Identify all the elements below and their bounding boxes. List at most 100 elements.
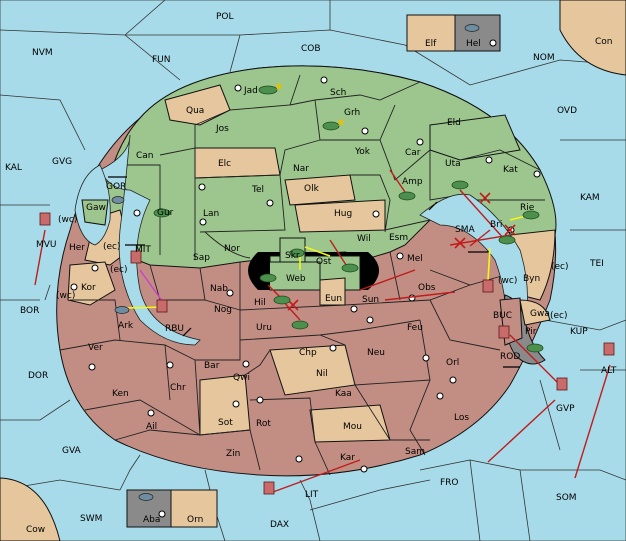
region-Aba[interactable] [126, 489, 172, 528]
label-Grh: Grh [344, 108, 360, 118]
label-Kaa: Kaa [335, 389, 352, 399]
unit-army-green[interactable] [153, 208, 171, 218]
label-BUC: BUC [493, 311, 512, 321]
supply-center [416, 138, 424, 146]
unit-fleet-red[interactable] [482, 279, 494, 293]
supply-center [449, 376, 457, 384]
unit-army-green[interactable] [289, 248, 305, 258]
label-Sap: Sap [193, 253, 210, 263]
unit-fleet-red[interactable] [603, 342, 615, 356]
unit-fleet-red[interactable] [498, 325, 510, 339]
red-units [39, 212, 615, 495]
region-Elf[interactable] [406, 14, 456, 52]
label-Bar: Bar [204, 361, 220, 371]
label-SMA: SMA [455, 225, 475, 235]
unit-fleet-grey[interactable] [138, 493, 154, 501]
unit-army-green[interactable] [522, 210, 540, 220]
province-labels: POL NVM FUN COB NOM OVD KAL GVG KAM TEI … [5, 12, 617, 535]
label-GVG: GVG [52, 157, 72, 167]
north-borders [125, 74, 545, 260]
unit-army-green[interactable] [398, 191, 416, 201]
label-TEI: TEI [589, 259, 604, 269]
label-Eld: Eld [447, 118, 461, 128]
unit-fleet-red[interactable] [130, 250, 142, 264]
label-OVD: OVD [557, 106, 577, 116]
unit-fleet-green[interactable] [258, 85, 278, 95]
unit-fleet-red[interactable] [156, 299, 168, 313]
unit-army-green[interactable] [322, 121, 340, 131]
supply-center [147, 409, 155, 417]
unit-army-green[interactable] [451, 180, 469, 190]
region-Gaw[interactable] [81, 199, 109, 226]
label-Gaw: Gaw [86, 203, 106, 213]
sea-MIT-inner[interactable] [99, 134, 201, 346]
supply-center [133, 209, 141, 217]
unit-army-green[interactable] [498, 235, 516, 245]
unit-fleet-red[interactable] [556, 377, 568, 391]
convoy-order [139, 269, 166, 306]
supply-center [422, 354, 430, 362]
label-Elf: Elf [425, 39, 437, 49]
supply-center [396, 252, 404, 260]
label-NOM: NOM [533, 53, 555, 63]
label-Qua: Qua [186, 106, 204, 116]
unit-army-green[interactable] [341, 263, 359, 273]
label-NVM: NVM [32, 48, 53, 58]
label-Ark: Ark [118, 321, 134, 331]
label-GOR: GOR [106, 182, 126, 192]
region-Qua[interactable] [164, 84, 231, 126]
label-Gur: Gur [157, 208, 174, 218]
label-COB: COB [301, 44, 321, 54]
label-Chp: Chp [299, 348, 317, 358]
label-Nog: Nog [214, 305, 232, 315]
unit-fleet-red[interactable] [39, 212, 51, 226]
label-Tel: Tel [251, 185, 264, 195]
south-borders [59, 251, 506, 476]
label-MVU: MVU [36, 240, 57, 250]
supply-center [489, 39, 497, 47]
label-Jos: Jos [215, 124, 229, 134]
label-Kor: Kor [81, 283, 96, 293]
unit-army-green[interactable] [273, 295, 291, 305]
label-RBU: RBU [165, 324, 184, 334]
unit-fleet-green[interactable] [526, 343, 544, 353]
label-Esm: Esm [389, 233, 408, 243]
region-Kor[interactable] [67, 261, 116, 306]
unit-fleet-grey[interactable] [114, 306, 130, 314]
coast-tag: (ec) [550, 311, 568, 321]
supply-center [485, 156, 493, 164]
unit-fleet-grey[interactable] [111, 196, 125, 204]
unit-fleet-grey[interactable] [464, 24, 480, 32]
region-Eld[interactable] [429, 114, 521, 161]
label-Orn: Orn [187, 515, 203, 525]
label-Nar: Nar [293, 164, 309, 174]
double-arrows [108, 176, 520, 368]
label-Sch: Sch [330, 88, 346, 98]
unit-fleet-red[interactable] [263, 481, 275, 495]
label-Jad: Jad [243, 86, 258, 96]
supply-center [234, 84, 242, 92]
supply-center [436, 392, 444, 400]
region-Gwa[interactable] [519, 299, 551, 326]
supply-center [361, 127, 369, 135]
label-Neu: Neu [367, 348, 385, 358]
region-Orn[interactable] [170, 489, 218, 528]
supply-center [295, 455, 303, 463]
label-Hel: Hel [466, 39, 481, 49]
region-Elc[interactable] [194, 147, 281, 179]
region-Olk[interactable] [284, 174, 356, 206]
supply-center [91, 264, 99, 272]
label-Mou: Mou [343, 422, 362, 432]
label-Uru: Uru [256, 323, 272, 333]
supply-center [266, 199, 274, 207]
region-Eun-box[interactable] [319, 277, 346, 306]
unit-army-green[interactable] [291, 320, 309, 330]
supply-center [198, 183, 206, 191]
label-Uta: Uta [445, 159, 461, 169]
region-Web[interactable] [270, 261, 321, 291]
unit-army-green[interactable] [259, 273, 277, 283]
label-FUN: FUN [152, 55, 171, 65]
label-Skr: Skr [285, 251, 300, 261]
label-Wil: Wil [357, 234, 371, 244]
